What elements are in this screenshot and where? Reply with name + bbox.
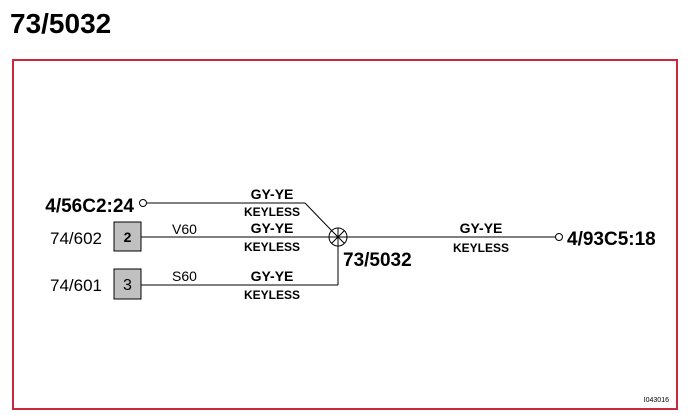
pin-number-2: 2	[124, 229, 132, 245]
figure-id: I043016	[644, 397, 669, 404]
wire-color-label: GY-YE	[251, 220, 294, 236]
diagram-frame	[12, 59, 678, 410]
connector-label-right: 4/93C5:18	[567, 229, 656, 250]
page-title: 73/5032	[10, 8, 112, 39]
pin-number-3: 3	[123, 277, 132, 294]
wire-color-label: GY-YE	[251, 186, 294, 202]
wire-system-label: KEYLESS	[244, 288, 300, 302]
wire-top-diagonal	[304, 202, 333, 232]
connector-label-left-top: 4/56C2:24	[45, 196, 134, 217]
splice-symbol	[328, 227, 348, 247]
wire-group	[141, 202, 556, 286]
component-label-74-602: 74/602	[50, 229, 102, 248]
terminal-left-top	[139, 199, 147, 207]
signal-label-s60: S60	[172, 268, 197, 284]
wire-system-label: KEYLESS	[244, 205, 300, 219]
signal-label-v60: V60	[172, 221, 197, 237]
wire-color-label: GY-YE	[460, 220, 503, 236]
pin-box-3	[113, 268, 142, 300]
component-label-74-601: 74/601	[50, 276, 102, 295]
wire-color-label: GY-YE	[251, 268, 294, 284]
wire-system-label: KEYLESS	[453, 241, 509, 255]
pin-box-2	[113, 221, 142, 252]
splice-label: 73/5032	[343, 250, 412, 271]
wire-system-label: KEYLESS	[244, 240, 300, 254]
terminal-right	[555, 233, 563, 241]
